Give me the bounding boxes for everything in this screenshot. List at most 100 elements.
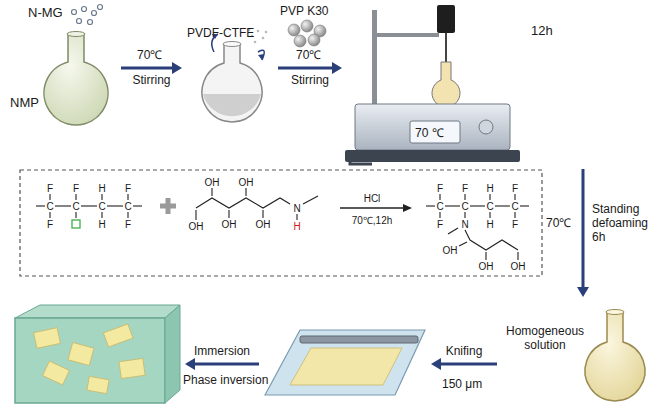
atom-symbol: C [511,201,518,212]
drawing-part [88,20,93,25]
drawing-part [87,376,109,393]
drawing-part [196,198,290,208]
drawing-part [459,242,467,246]
drawing-part [377,33,439,37]
drawing-part [133,205,142,206]
drawing-part [72,220,80,228]
atom-symbol: H [486,219,493,230]
drawing-part [448,228,458,234]
drawing-part [432,62,460,107]
atom-symbol: F [125,183,131,194]
node-text: PVDF-CTFE [187,26,254,40]
arrow-head [431,358,441,370]
node-text: 12h [531,24,553,38]
drawing-part [75,194,76,200]
drawing-part [585,312,645,401]
drawing-part [81,205,97,206]
drawing-part [257,30,260,33]
atom-symbol: H [486,183,493,194]
node-text: PVP K30 [280,4,328,18]
atom-symbol: F [47,219,53,230]
drawing-part [101,212,102,218]
drawing-part [288,20,326,47]
atom-symbol: OH [443,245,458,256]
reaction-condition: HCl [364,193,381,204]
drawing-part [262,37,265,40]
drawing-part [43,361,70,385]
atom-symbol: OH [189,221,204,232]
drawing-part [514,194,515,200]
drawing-part [49,194,50,200]
drawing-part [68,342,94,365]
node-text: NMP [10,96,39,110]
figure-node [10,300,182,410]
drawing-part [20,170,542,276]
drawing-part [202,44,262,122]
drawing-part [308,34,320,46]
annotation-label: 70℃ [546,216,571,230]
atom-symbol: OH [222,219,237,230]
arrow-head [185,358,195,370]
drawing-part [119,358,145,378]
drawing-part [77,19,82,24]
drawing-part [470,205,485,206]
atom-symbol: F [73,183,79,194]
edge-label: Stirring [132,73,170,87]
drawing-part [465,230,518,250]
drawing-part [489,194,490,200]
drawing-part [258,54,264,60]
atom-symbol: F [437,219,443,230]
atom-symbol: C [98,201,105,212]
drawing-part [67,32,85,37]
drawing-part [410,121,460,143]
atom-symbol: H [293,221,300,232]
atom-symbol: F [125,219,131,230]
drawing-part [127,212,128,218]
drawing-part [258,50,264,60]
drawing-part [403,204,412,212]
edge-label: Stirring [291,73,329,87]
drawing-part [34,328,61,349]
figure-node: PVDF-CTFEPVP K30 [185,4,275,130]
drawing-part [127,194,128,200]
drawing-part [445,205,460,206]
drawing-part [303,196,318,204]
drawing-part [72,10,77,15]
drawing-part [288,24,300,36]
atom-symbol: C [436,201,443,212]
drawing-part [300,336,418,343]
drawing-part [160,198,176,214]
drawing-part [36,188,529,260]
drawing-part [203,94,261,116]
atom-symbol: N [461,219,468,230]
drawing-part [195,210,196,220]
atom-symbol: F [47,183,53,194]
node-text: 70 ℃ [415,126,444,140]
edge-label: Knifing [446,344,483,358]
figure-node: N-MGNMP [8,4,118,130]
drawing-part [464,212,465,218]
node-text: Homogeneous solution [506,324,584,352]
arrow-head [577,287,589,297]
drawing-part [479,120,493,134]
drawing-part [82,7,87,12]
drawing-part [489,212,490,218]
annotation-label: 70℃ [137,48,162,62]
drawing-part [340,207,405,208]
drawing-part [34,324,146,394]
process-arrow [439,363,497,366]
drawing-part [15,318,165,403]
process-arrow [582,169,585,289]
drawing-part [44,34,108,125]
reaction-condition: 70℃,12h [352,215,393,226]
drawing-part [350,150,372,164]
drawing-part [211,188,212,196]
process-arrow [121,67,174,70]
annotation-label: 150 μm [442,377,482,391]
atom-symbol: OH [511,261,526,272]
atom-symbol: F [462,183,468,194]
atom-symbol: OH [205,177,220,188]
drawing-part [606,310,624,315]
drawing-part [294,35,306,47]
